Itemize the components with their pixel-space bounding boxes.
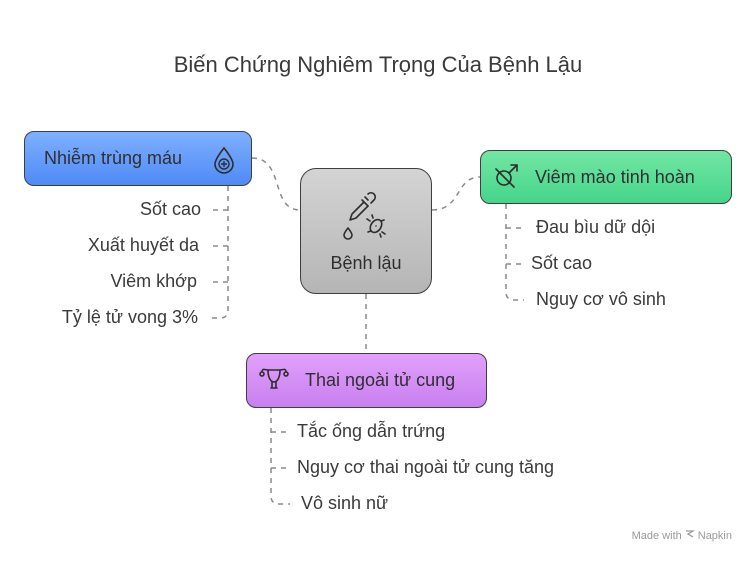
ectopic-label: Thai ngoài tử cung [305,370,456,390]
watermark: Made with Napkin [632,529,732,542]
sepsis-label: Nhiễm trùng máu [44,148,183,168]
ectopic-item: Tắc ống dẫn trứng [297,421,446,441]
uterus-icon [259,364,289,397]
sepsis-item: Viêm khớp [110,271,197,291]
sepsis-item: Sốt cao [139,199,201,219]
connector-sepsis [251,157,301,211]
napkin-icon [685,529,696,542]
sepsis-item: Xuất huyết da [87,235,199,255]
ectopic-box: Thai ngoài tử cung [246,353,487,408]
connector-sepsis-items [208,186,229,319]
epididymitis-item: Đau bìu dữ dội [536,217,656,237]
epididymitis-label: Viêm mào tinh hoàn [535,166,695,187]
made-with-text: Made with [631,529,682,542]
ectopic-item: Vô sinh nữ [301,493,389,513]
center-node: Bệnh lậu [300,168,432,294]
male-crossed-icon [493,161,521,194]
epididymitis-item: Nguy cơ vô sinh [536,289,666,309]
ectopic-item: Nguy cơ thai ngoài tử cung tăng [297,457,555,477]
dropper-bacteria-icon [340,188,392,245]
center-label: Bệnh lậu [330,253,402,273]
epididymitis-box: Viêm mào tinh hoàn [480,150,732,204]
blood-drop-plus-icon [211,146,237,179]
sepsis-item: Tỷ lệ tử vong 3% [61,307,198,327]
connector-epididymitis-items [505,204,524,301]
connector-epididymitis [431,176,481,211]
epididymitis-item: Sốt cao [531,253,593,273]
connector-ectopic-items [270,408,290,505]
brand-text: Napkin [697,529,732,542]
diagram-title: Biến Chứng Nghiêm Trọng Của Bệnh Lậu [173,52,583,77]
sepsis-box: Nhiễm trùng máu [24,131,252,186]
